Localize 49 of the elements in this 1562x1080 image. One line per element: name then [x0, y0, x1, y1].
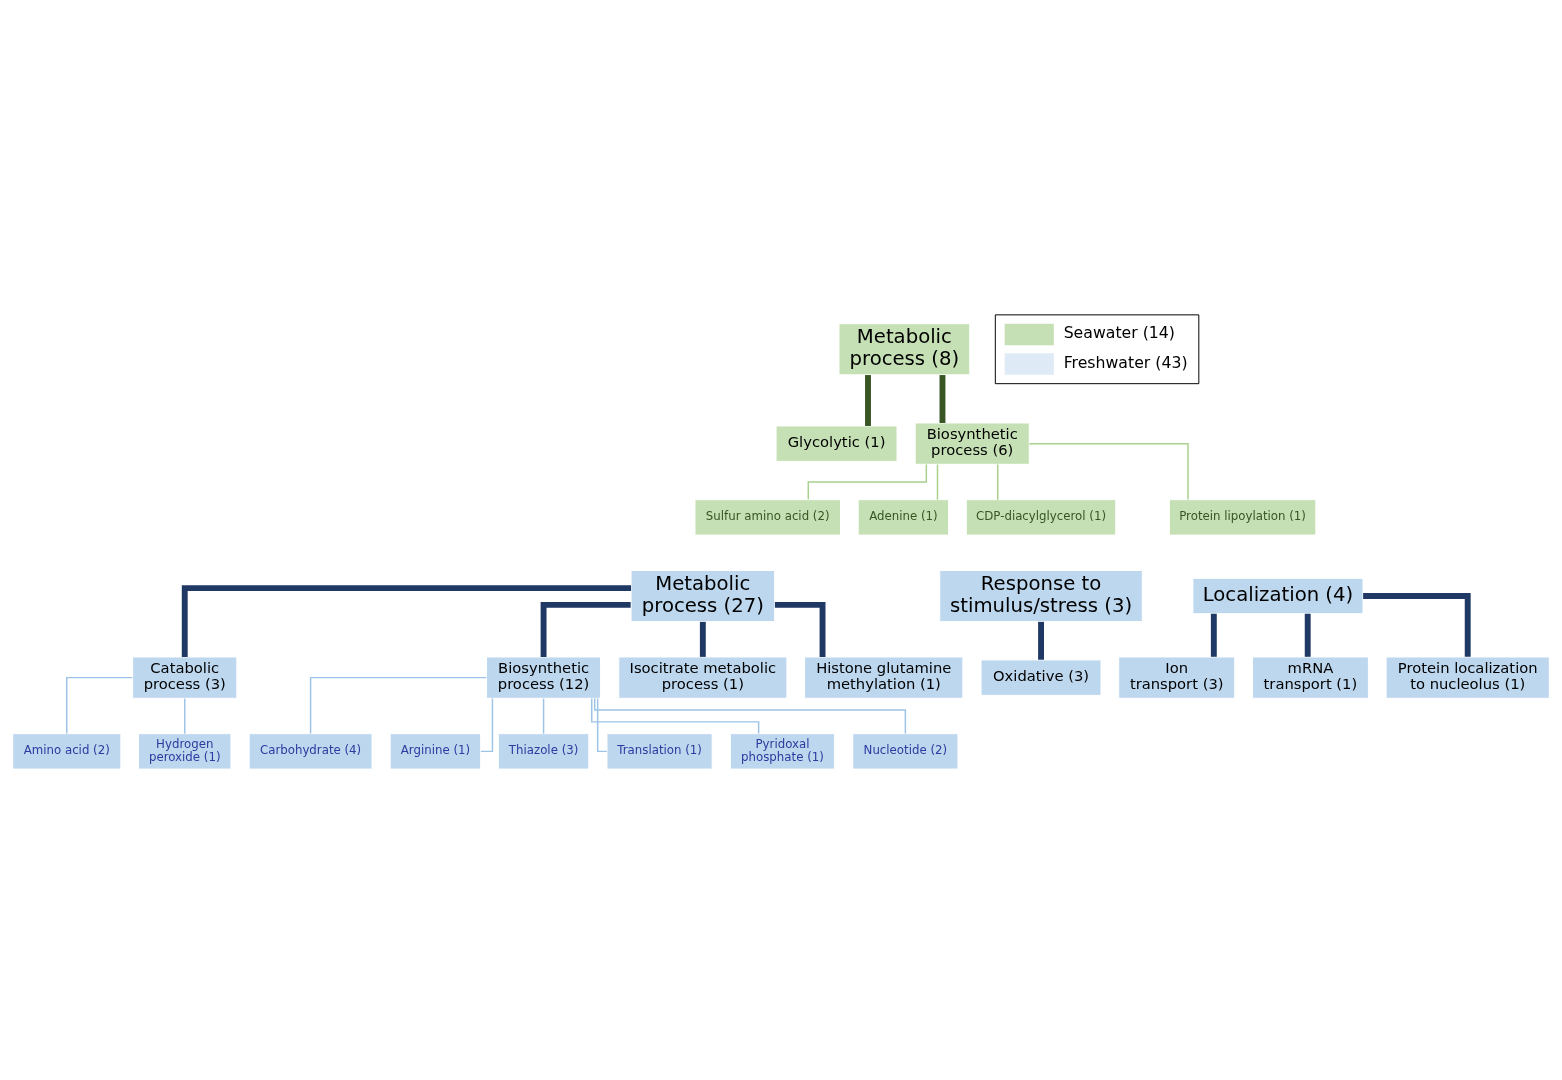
node-box: Isocitrate metabolic process (1) [618, 656, 788, 699]
connector [540, 601, 631, 657]
connector [184, 697, 186, 735]
node-box: Oxidative (3) [980, 659, 1102, 696]
connector [591, 697, 760, 735]
node-box: CDP-diacylglycerol (1) [965, 499, 1117, 536]
node-box: Protein lipoylation (1) [1168, 499, 1317, 536]
node-box: Metabolic process (27) [630, 570, 776, 623]
node-box: Localization (4) [1192, 577, 1364, 615]
node-box: Translation (1) [606, 733, 713, 770]
connector [593, 697, 907, 735]
node-box: Hydrogen peroxide (1) [138, 733, 232, 770]
connector [1363, 593, 1471, 657]
connector [1038, 621, 1044, 660]
node-box: Adenine (1) [857, 499, 950, 536]
node-box: mRNA transport (1) [1251, 656, 1369, 699]
node-box: Histone glutamine methylation (1) [804, 656, 964, 699]
node-box: Catabolic process (3) [132, 656, 238, 699]
connector [939, 375, 946, 423]
connector [997, 463, 999, 501]
connector [181, 585, 632, 657]
node-box: Biosynthetic process (6) [914, 422, 1030, 465]
node-box: Response to stimulus/stress (3) [939, 570, 1143, 623]
connector [309, 676, 487, 735]
node-box: Ion transport (3) [1118, 656, 1236, 699]
node-box: Thiazole (3) [497, 733, 590, 770]
node-box: Carbohydrate (4) [248, 733, 373, 770]
legend-label: Freshwater (43) [1063, 352, 1188, 372]
node-box: Sulfur amino acid (2) [694, 499, 841, 536]
node-box: Biosynthetic process (12) [486, 656, 602, 699]
node-box: Metabolic process (8) [838, 323, 971, 376]
connector [1304, 613, 1311, 657]
node-box: Arginine (1) [389, 733, 482, 770]
node-box: Nucleotide (2) [852, 733, 959, 770]
connector [1210, 613, 1217, 657]
connector [774, 601, 826, 657]
connector [1028, 442, 1189, 501]
connector [542, 697, 545, 735]
connector [480, 697, 494, 753]
connector [936, 463, 939, 501]
connector [699, 621, 706, 657]
connector [865, 375, 871, 426]
node-box: Glycolytic (1) [775, 425, 898, 462]
connector [596, 697, 608, 753]
node-box: Pyridoxal phosphate (1) [729, 733, 836, 770]
connector [66, 676, 134, 735]
node-box: Amino acid (2) [12, 733, 122, 770]
legend-label: Seawater (14) [1063, 323, 1175, 343]
node-box: Protein localization to nucleolus (1) [1385, 656, 1550, 699]
